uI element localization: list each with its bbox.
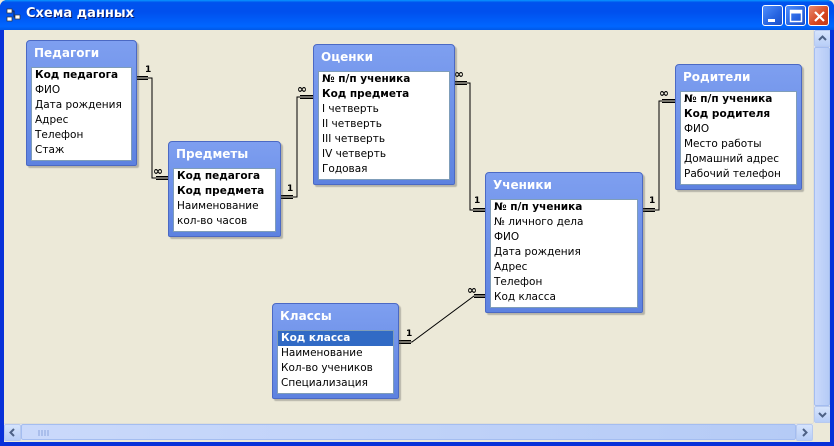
rel-ucheniki-roditeli — [643, 100, 675, 211]
field-item[interactable]: Дата рождения — [494, 246, 581, 258]
field-list[interactable]: № п/п ученика Код родителя ФИО Место раб… — [680, 91, 797, 185]
field-item[interactable]: Код предмета — [177, 185, 265, 197]
relationships-icon — [6, 8, 21, 22]
field-list[interactable]: № п/п ученика № личного дела ФИО Дата ро… — [490, 199, 638, 308]
diagram-canvas: 1 ∞ 1 ∞ ∞ 1 1 ∞ 1 ∞ Педагоги Код педагог… — [4, 30, 813, 423]
rel-one-label: 1 — [287, 184, 294, 194]
minimize-button[interactable] — [762, 5, 783, 26]
grip-icon — [38, 430, 49, 436]
scrollbar-corner — [813, 423, 830, 440]
maximize-icon — [789, 9, 803, 23]
rel-many-label: ∞ — [153, 164, 163, 178]
arrow-left-icon — [9, 428, 15, 437]
arrow-right-icon — [802, 428, 808, 437]
field-item[interactable]: Место работы — [684, 138, 762, 150]
rel-one-label: 1 — [406, 329, 413, 339]
field-list[interactable]: Код педагога ФИО Дата рождения Адрес Тел… — [31, 67, 132, 161]
field-item[interactable]: ФИО — [494, 231, 520, 243]
field-item[interactable]: кол-во часов — [177, 215, 248, 227]
horizontal-scroll-thumb[interactable] — [21, 424, 796, 440]
field-item-selected[interactable]: Код класса — [278, 331, 393, 346]
rel-many-label: ∞ — [297, 82, 307, 96]
field-item[interactable]: I четверть — [322, 103, 379, 115]
rel-ocenki-ucheniki — [455, 82, 486, 211]
table-title[interactable]: Оценки — [321, 50, 374, 64]
field-item[interactable]: Код педагога — [177, 170, 261, 182]
horizontal-scrollbar[interactable] — [4, 423, 813, 441]
table-predmety[interactable]: Предметы Код педагога Код предмета Наиме… — [168, 141, 281, 237]
vertical-scroll-thumb[interactable] — [814, 47, 830, 406]
scroll-down-button[interactable] — [814, 406, 830, 423]
rel-one-label: 1 — [145, 65, 152, 75]
arrow-down-icon — [818, 412, 827, 418]
table-title[interactable]: Родители — [683, 70, 751, 84]
field-item[interactable]: № личного дела — [494, 216, 584, 228]
field-item[interactable]: Рабочий телефон — [684, 168, 781, 180]
vertical-scrollbar[interactable] — [813, 30, 830, 423]
field-item[interactable]: ФИО — [35, 84, 61, 96]
field-item[interactable]: № п/п ученика — [684, 93, 773, 105]
field-item[interactable]: Наименование — [177, 200, 259, 212]
field-item[interactable]: Дата рождения — [35, 99, 122, 111]
field-list[interactable]: Код педагога Код предмета Наименование к… — [173, 168, 276, 232]
field-item[interactable]: Годовая — [322, 163, 368, 175]
field-item[interactable]: Кол-во учеников — [281, 362, 373, 374]
arrow-up-icon — [818, 35, 827, 41]
field-item[interactable]: Код класса — [494, 291, 556, 303]
table-pedagogi[interactable]: Педагоги Код педагога ФИО Дата рождения … — [26, 40, 137, 166]
window-title: Схема данных — [26, 6, 135, 21]
field-item[interactable]: Специализация — [281, 377, 368, 389]
close-button[interactable] — [808, 5, 829, 26]
scroll-right-button[interactable] — [796, 424, 813, 441]
table-title[interactable]: Классы — [280, 309, 332, 323]
table-roditeli[interactable]: Родители № п/п ученика Код родителя ФИО … — [675, 64, 802, 190]
field-item[interactable]: ФИО — [684, 123, 710, 135]
field-item[interactable]: Адрес — [494, 261, 528, 273]
rel-many-label: ∞ — [467, 283, 477, 297]
field-item[interactable]: Телефон — [35, 129, 84, 141]
maximize-button[interactable] — [785, 5, 806, 26]
field-item[interactable]: Домашний адрес — [684, 153, 780, 165]
rel-many-label: ∞ — [659, 86, 669, 100]
table-title[interactable]: Ученики — [493, 178, 552, 192]
field-list[interactable]: № п/п ученика Код предмета I четверть II… — [318, 71, 450, 180]
rel-predmety-ocenki — [281, 96, 314, 198]
relationship-lines — [136, 76, 675, 344]
field-item[interactable]: IV четверть — [322, 148, 387, 160]
title-bar[interactable]: Схема данных — [0, 0, 834, 30]
field-item[interactable]: № п/п ученика — [322, 73, 411, 85]
field-item[interactable]: Наименование — [281, 347, 363, 359]
scroll-up-button[interactable] — [814, 30, 830, 47]
minimize-icon — [768, 19, 775, 22]
rel-one-label: 1 — [474, 196, 481, 206]
scroll-left-button[interactable] — [4, 424, 21, 441]
field-item[interactable]: Код педагога — [35, 69, 119, 81]
field-item[interactable]: Телефон — [494, 276, 543, 288]
field-item[interactable]: Стаж — [35, 144, 65, 156]
relationships-workspace[interactable]: 1 ∞ 1 ∞ ∞ 1 1 ∞ 1 ∞ Педагоги Код педагог… — [4, 30, 830, 442]
field-list[interactable]: Код класса Наименование Кол-во учеников … — [277, 330, 394, 394]
field-item[interactable]: II четверть — [322, 118, 382, 130]
table-ucheniki[interactable]: Ученики № п/п ученика № личного дела ФИО… — [485, 172, 643, 313]
field-item[interactable]: Адрес — [35, 114, 69, 126]
rel-klassy-ucheniki — [399, 295, 486, 343]
close-icon — [814, 11, 825, 22]
field-item[interactable]: Код родителя — [684, 108, 771, 120]
field-item[interactable]: Код предмета — [322, 88, 410, 100]
rel-many-label: ∞ — [454, 67, 464, 81]
table-ocenki[interactable]: Оценки № п/п ученика Код предмета I четв… — [313, 44, 455, 185]
rel-one-label: 1 — [649, 196, 656, 206]
table-title[interactable]: Предметы — [176, 147, 249, 161]
table-title[interactable]: Педагоги — [34, 46, 100, 60]
field-item[interactable]: № п/п ученика — [494, 201, 583, 213]
field-item[interactable]: III четверть — [322, 133, 386, 145]
table-klassy[interactable]: Классы Код класса Наименование Кол-во уч… — [272, 303, 399, 399]
rel-pedagogi-predmety — [136, 77, 170, 179]
